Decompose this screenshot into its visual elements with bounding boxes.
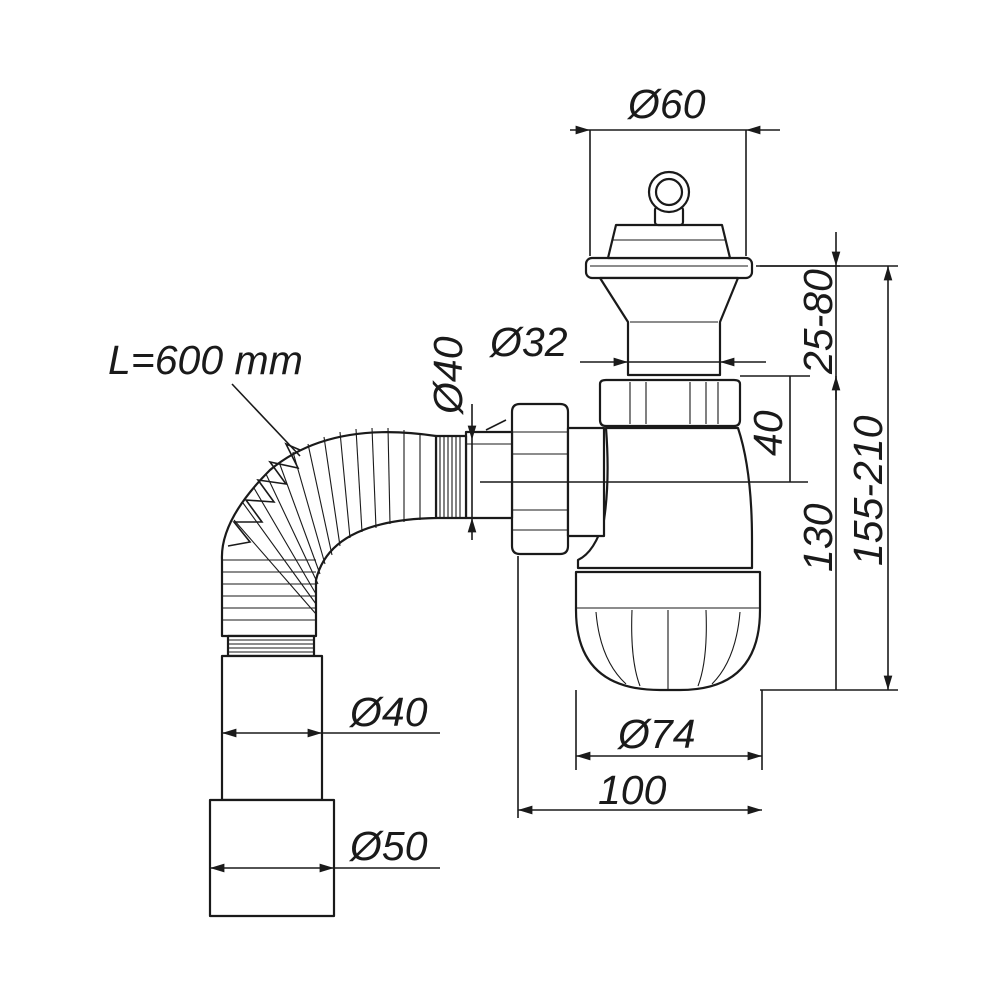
drain-flange <box>584 256 754 280</box>
adapter-pipe-40 <box>220 654 324 802</box>
outlet-height-label: 40 <box>745 410 791 456</box>
body-width-label: 100 <box>598 767 667 813</box>
dimension-lines <box>210 125 898 873</box>
side-union-nut <box>510 402 606 556</box>
outlet-stub <box>464 430 514 520</box>
flexible-hose <box>220 427 468 658</box>
hose-length-label: L=600 mm <box>108 337 303 383</box>
stopper-plug <box>606 170 732 260</box>
adjust-range-label: 25-80 <box>795 269 841 375</box>
outlet-diameter-label: Ø40 <box>425 336 471 416</box>
cup-diameter-label: Ø74 <box>616 711 696 757</box>
adapter-pipe-50 <box>208 798 336 918</box>
pipe-40-diameter-label: Ø40 <box>348 689 428 735</box>
siphon-assembly <box>464 170 762 692</box>
stopper-diameter-label: Ø60 <box>626 81 706 127</box>
drain-funnel <box>598 276 740 377</box>
inlet-diameter-label: Ø32 <box>488 319 568 365</box>
pipe-50-diameter-label: Ø50 <box>348 823 428 869</box>
upper-union-nut <box>598 378 742 428</box>
total-height-label: 155-210 <box>845 415 891 566</box>
body-height-label: 130 <box>795 503 841 572</box>
